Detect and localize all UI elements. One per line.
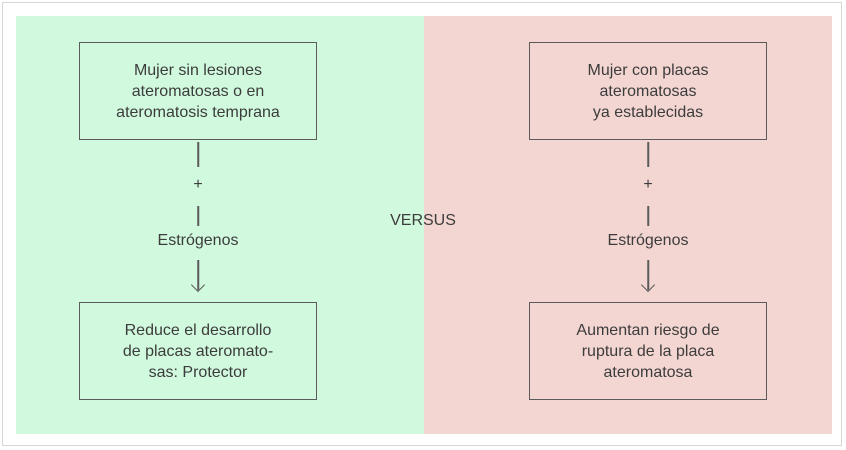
left-connector-middle xyxy=(197,206,199,226)
left-bottom-box: Reduce el desarrollo de placas ateromato… xyxy=(79,302,317,400)
left-plus: + xyxy=(193,176,203,193)
right-flow: Mujer con placas ateromatosas ya estable… xyxy=(528,16,768,434)
left-arrow-head-icon xyxy=(190,277,206,293)
right-estrogen-label: Estrógenos xyxy=(607,232,689,249)
versus-label: VERSUS xyxy=(390,212,456,229)
left-flow: Mujer sin lesiones ateromatosas o en ate… xyxy=(78,16,318,434)
right-panel: Mujer con placas ateromatosas ya estable… xyxy=(424,16,832,434)
right-plus: + xyxy=(643,176,653,193)
right-arrow-shaft xyxy=(647,260,649,290)
left-arrow-shaft xyxy=(197,260,199,290)
right-connector-top xyxy=(647,142,649,167)
right-connector-middle xyxy=(647,206,649,226)
left-connector-top xyxy=(197,142,199,167)
left-bottom-box-text: Reduce el desarrollo de placas ateromato… xyxy=(122,321,274,381)
right-top-box: Mujer con placas ateromatosas ya estable… xyxy=(529,42,767,140)
left-top-box-text: Mujer sin lesiones ateromatosas o en ate… xyxy=(116,61,280,121)
left-estrogen-label: Estrógenos xyxy=(157,232,239,249)
left-panel: Mujer sin lesiones ateromatosas o en ate… xyxy=(16,16,424,434)
diagram-frame xyxy=(2,2,842,446)
right-arrow-head-icon xyxy=(640,277,656,293)
right-bottom-box: Aumentan riesgo de ruptura de la placa a… xyxy=(529,302,767,400)
left-top-box: Mujer sin lesiones ateromatosas o en ate… xyxy=(79,42,317,140)
right-bottom-box-text: Aumentan riesgo de ruptura de la placa a… xyxy=(576,321,720,381)
right-top-box-text: Mujer con placas ateromatosas ya estable… xyxy=(587,61,709,121)
